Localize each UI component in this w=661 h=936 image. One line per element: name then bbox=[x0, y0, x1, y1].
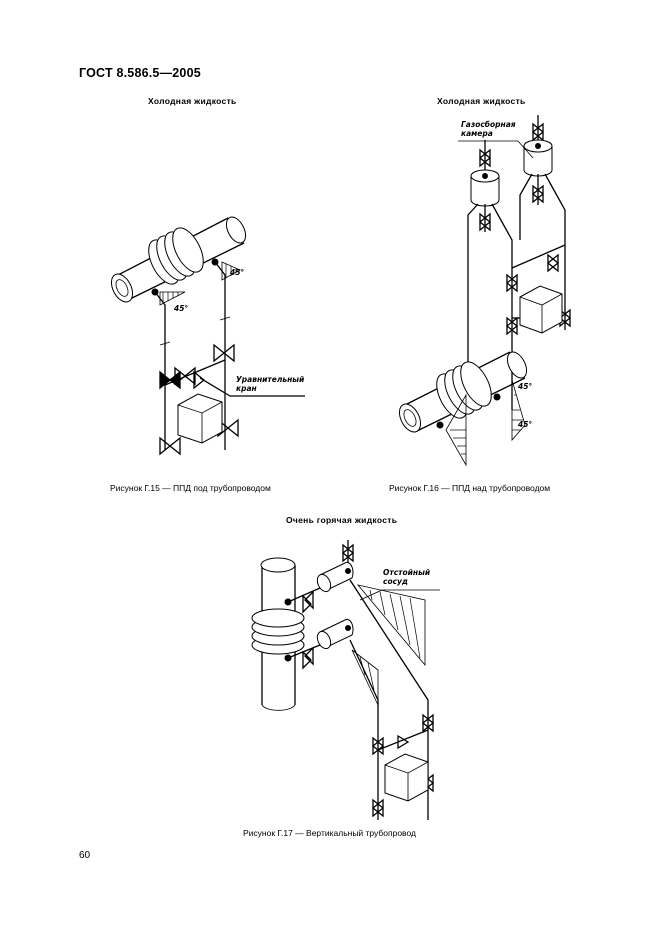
fig15-angle-top: 45° bbox=[230, 268, 245, 277]
fig15-valve-label: Уравнительный кран bbox=[236, 375, 305, 393]
fig17-title: Очень горячая жидкость bbox=[286, 515, 398, 525]
fig17-vessels bbox=[316, 561, 354, 650]
fig15-transmitter bbox=[177, 393, 223, 444]
fig15-valves bbox=[159, 343, 239, 456]
fig15-title: Холодная жидкость bbox=[148, 96, 237, 106]
fig17-hatch bbox=[351, 584, 426, 706]
fig15-pipe bbox=[110, 216, 247, 303]
fig16-caption: Рисунок Г.16 — ППД над трубопроводом bbox=[389, 483, 551, 493]
fig15-caption: Рисунок Г.15 — ППД под трубопроводом bbox=[110, 483, 271, 493]
fig16-pipe bbox=[398, 351, 528, 433]
fig16-chamber-label: Газосборная камера bbox=[461, 120, 516, 138]
fig16-chambers bbox=[458, 139, 553, 207]
fig15-angle-bottom: 45° bbox=[174, 304, 189, 313]
fig17-transmitter bbox=[384, 753, 429, 802]
document-header: ГОСТ 8.586.5—2005 bbox=[79, 66, 201, 80]
fig17-vessel-label: Отстойный сосуд bbox=[383, 568, 431, 586]
fig17-caption: Рисунок Г.17 — Вертикальный трубопровод bbox=[243, 828, 416, 838]
fig16-title: Холодная жидкость bbox=[437, 96, 526, 106]
fig16-hatch bbox=[445, 379, 526, 467]
fig16-angle-bottom: 45° bbox=[518, 420, 533, 429]
fig17-pipe bbox=[251, 557, 305, 711]
fig16-valves bbox=[478, 122, 572, 336]
fig16-angle-top: 45° bbox=[518, 382, 533, 391]
page-number: 60 bbox=[79, 850, 91, 861]
fig16-transmitter bbox=[519, 285, 563, 334]
